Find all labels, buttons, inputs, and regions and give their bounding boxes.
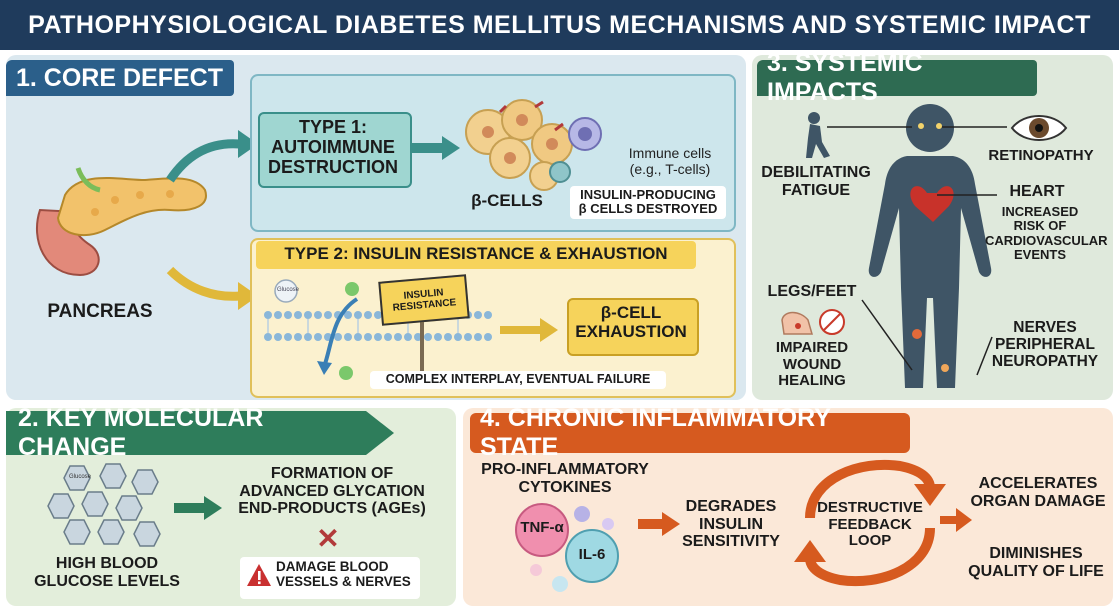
type2-note: COMPLEX INTERPLAY, EVENTUAL FAILURE bbox=[370, 371, 666, 389]
damage-box bbox=[240, 557, 420, 599]
pancreas-illustration bbox=[35, 167, 207, 277]
inflammatory-title: 4. CHRONIC INFLAMMATORY STATE bbox=[470, 404, 910, 461]
pancreas-arrows bbox=[166, 130, 258, 310]
beta-exhaustion-label: β-CELL EXHAUSTION bbox=[575, 303, 687, 341]
il6-label: IL-6 bbox=[578, 546, 606, 563]
systemic-impacts-title: 3. SYSTEMIC IMPACTS bbox=[757, 49, 1037, 106]
beta-exhaustion-box bbox=[567, 298, 699, 356]
type1-arrow bbox=[410, 136, 460, 160]
beta-cells-illustration bbox=[465, 99, 602, 191]
fatigue-label: DEBILITATING FATIGUE bbox=[761, 164, 871, 199]
tired-person-icon bbox=[806, 112, 830, 158]
legs-label: LEGS/FEET bbox=[767, 283, 857, 300]
glucose-molecule-label: Glucose bbox=[277, 287, 300, 293]
page-title: PATHOPHYSIOLOGICAL DIABETES MELLITUS MEC… bbox=[0, 0, 1119, 50]
heart-risk-label: INCREASED RISK OF CARDIOVASCULAR EVENTS bbox=[985, 204, 1108, 262]
x-mark-icon: ✕ bbox=[316, 523, 340, 554]
cytokines-label: PRO-INFLAMMATORY CYTOKINES bbox=[481, 461, 649, 496]
molecular-title: 2. KEY MOLECULAR CHANGE bbox=[18, 404, 264, 461]
molecular-arrow bbox=[174, 496, 222, 520]
insulin-resistance-sign: INSULIN RESISTANCE bbox=[378, 274, 470, 326]
retinopathy-label: RETINOPATHY bbox=[988, 147, 1094, 164]
warning-icon bbox=[247, 564, 271, 586]
systemic-connector-lines bbox=[827, 126, 1007, 376]
type1-label: TYPE 1: AUTOIMMUNE DESTRUCTION bbox=[268, 117, 398, 177]
damage-label: DAMAGE BLOOD VESSELS & NERVES bbox=[276, 559, 411, 589]
beta-destroyed-label: INSULIN-PRODUCING β CELLS DESTROYED bbox=[570, 186, 726, 219]
cytokine-arrow bbox=[638, 512, 680, 536]
glucose-cluster-illustration bbox=[47, 463, 161, 547]
ages-label: FORMATION OF ADVANCED GLYCATION END-PROD… bbox=[238, 465, 426, 518]
high-glucose-label: HIGH BLOOD GLUCOSE LEVELS bbox=[34, 555, 180, 590]
heart-label: HEART bbox=[1009, 183, 1065, 200]
wound-label: IMPAIRED WOUND HEALING bbox=[775, 339, 849, 389]
tnf-label: TNF-α bbox=[520, 519, 564, 536]
feedback-loop-arrows bbox=[794, 459, 946, 587]
type2-title: TYPE 2: INSULIN RESISTANCE & EXHAUSTION bbox=[284, 244, 668, 263]
foot-wound-icon bbox=[781, 309, 845, 335]
type2-arrow bbox=[500, 318, 558, 342]
immune-cells-label: Immune cells (e.g., T-cells) bbox=[628, 145, 712, 178]
accelerates-label: ACCELERATES ORGAN DAMAGE bbox=[970, 475, 1106, 510]
glucose-cluster-label: Glucose bbox=[68, 474, 91, 480]
type2-title-band bbox=[256, 241, 696, 269]
eye-icon bbox=[1010, 115, 1068, 141]
molecular-title-arrow bbox=[6, 411, 394, 455]
core-defect-title: 1. CORE DEFECT bbox=[6, 60, 234, 96]
loop-out-arrow bbox=[940, 508, 972, 532]
nerves-label: NERVES PERIPHERAL NEUROPATHY bbox=[991, 319, 1099, 371]
cytokine-bubbles bbox=[515, 503, 619, 592]
degrades-label: DEGRADES INSULIN SENSITIVITY bbox=[682, 498, 780, 551]
feedback-loop-label: DESTRUCTIVE FEEDBACK LOOP bbox=[817, 499, 923, 549]
diminishes-label: DIMINISHES QUALITY OF LIFE bbox=[968, 545, 1104, 580]
pancreas-label: PANCREAS bbox=[47, 301, 153, 322]
beta-cells-label: β-CELLS bbox=[471, 191, 543, 210]
